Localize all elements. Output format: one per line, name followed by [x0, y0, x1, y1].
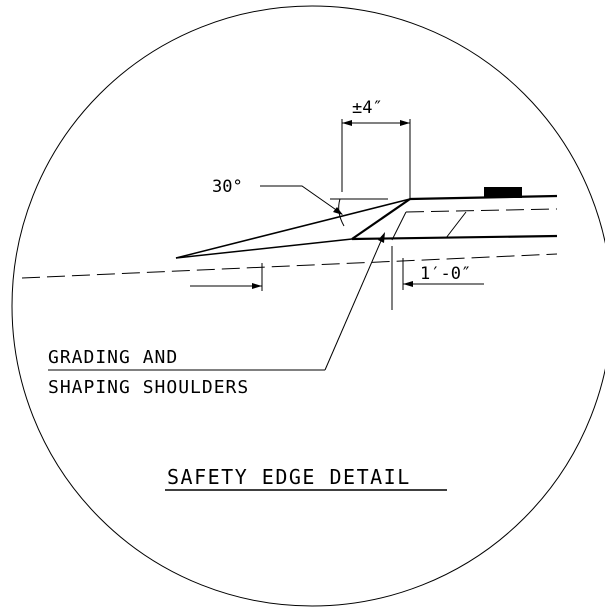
pavement-bottom — [351, 234, 558, 241]
dim-arrow-right — [400, 120, 410, 126]
angle-label: 30° — [212, 177, 243, 197]
shoulder-lower-line — [175, 238, 353, 259]
dim-arrow-left — [342, 120, 352, 126]
edge-step-line — [391, 211, 407, 241]
dim-right-arrow — [403, 281, 413, 287]
note-leader-arrow — [378, 232, 385, 243]
pavement-surface — [409, 194, 558, 201]
safety-edge-slope — [351, 198, 411, 240]
layer-tie-line — [445, 211, 467, 239]
note-leader — [324, 233, 385, 371]
existing-pavement-dashed — [405, 208, 558, 213]
angle-leader — [260, 185, 343, 215]
dim-marker-left-arrow — [252, 283, 262, 289]
detail-circle — [11, 5, 605, 607]
pavement-marking — [484, 187, 522, 198]
angle-arc — [338, 198, 345, 227]
detail-title: SAFETY EDGE DETAIL — [167, 465, 411, 489]
dim-top-label: ±4″ — [352, 98, 383, 118]
shoulder-upper-line — [175, 198, 411, 259]
angle-leader-arrow — [333, 207, 343, 215]
existing-ground-dashed — [21, 253, 558, 279]
note-line-2: SHAPING SHOULDERS — [48, 377, 249, 398]
dim-right-label: 1′-0″ — [420, 264, 471, 284]
note-line-1: GRADING AND — [48, 347, 178, 368]
